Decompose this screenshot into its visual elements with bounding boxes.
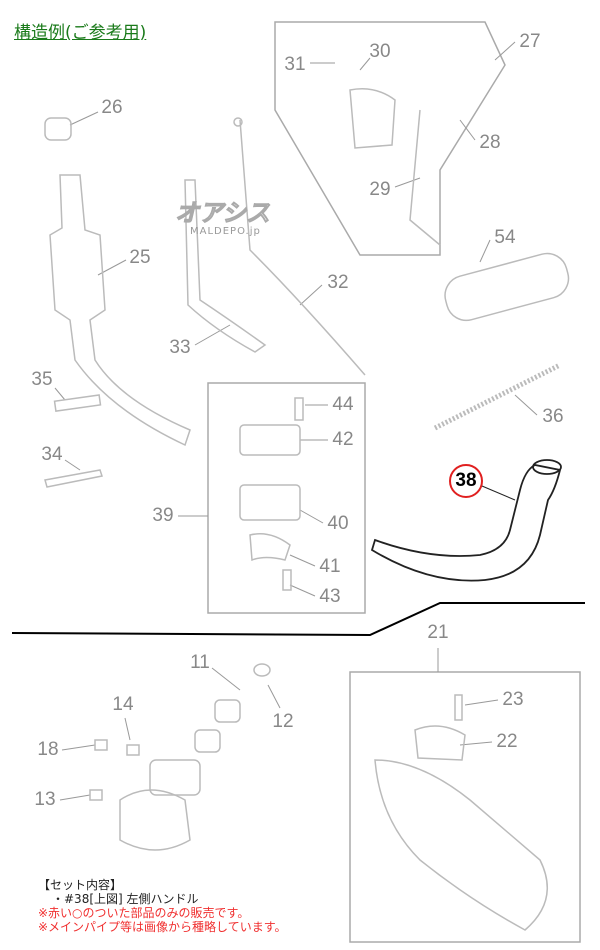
group-box-27 (274, 21, 506, 256)
part-label: 12 (272, 711, 294, 732)
part-label: 30 (369, 41, 391, 62)
part-label: 11 (190, 652, 210, 673)
page-title: 構造例(ご参考用) (14, 23, 147, 43)
part-label: 35 (31, 369, 53, 390)
part-label: 34 (41, 444, 63, 465)
group-box-21 (349, 671, 581, 943)
notes: 【セット内容】 ・#38[上図] 左側ハンドル ※赤い○のついた部品のみの販売で… (38, 878, 287, 934)
part-label: 36 (542, 406, 564, 427)
part-label: 14 (112, 694, 134, 715)
part-label: 23 (502, 689, 524, 710)
part-label: 22 (496, 731, 518, 752)
section-divider (11, 602, 585, 637)
part-label: 44 (332, 394, 354, 415)
part-label: 31 (284, 54, 306, 75)
part-label: 40 (327, 513, 349, 534)
part-label-highlighted: 38 (455, 470, 477, 491)
part-label: 25 (129, 247, 151, 268)
watermark-site: MALDEPO.jp (190, 226, 261, 237)
part-label: 13 (34, 789, 56, 810)
part-label: 39 (152, 505, 174, 526)
part-label: 33 (169, 337, 191, 358)
highlight-circle (449, 464, 483, 498)
part-label: 18 (37, 739, 59, 760)
set-contents-item: ・#38[上図] 左側ハンドル (52, 892, 199, 906)
omission-note: ※メインパイプ等は画像から種略しています。 (38, 920, 287, 934)
part-label: 32 (327, 272, 349, 293)
part-label: 42 (332, 429, 354, 450)
part-label: 43 (319, 586, 341, 607)
part-38-left-handle (370, 459, 562, 582)
part-label: 41 (319, 556, 341, 577)
part-label: 27 (519, 31, 541, 52)
part-label: 21 (427, 622, 449, 643)
watermark-logo: オアシス (174, 199, 271, 228)
group-box-39 (207, 382, 366, 614)
part-label: 26 (101, 97, 123, 118)
part-label: 54 (494, 227, 516, 248)
sales-note: ※赤い○のついた部品のみの販売です。 (38, 906, 250, 920)
part-label: 29 (369, 179, 391, 200)
part-label: 28 (479, 132, 501, 153)
set-contents-heading: 【セット内容】 (38, 878, 123, 892)
